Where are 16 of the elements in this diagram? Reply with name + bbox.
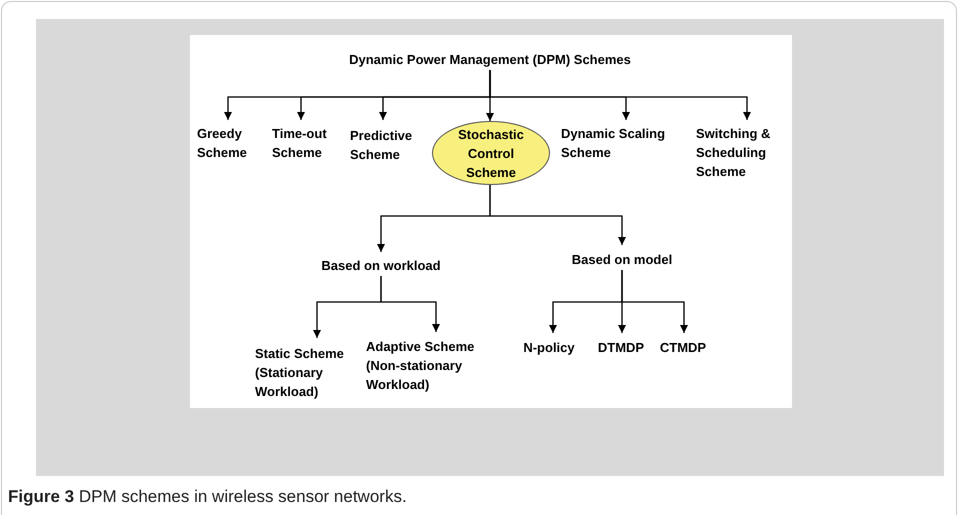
node-label: Static Scheme (Stationary Workload) <box>255 344 359 401</box>
arrow <box>489 70 751 120</box>
node-label: Predictive Scheme <box>350 126 424 164</box>
arrow <box>380 276 440 332</box>
node-label: Dynamic Power Management (DPM) Schemes <box>320 50 660 69</box>
node-label: N-policy <box>514 338 584 357</box>
node-label: Switching & Scheduling Scheme <box>696 124 788 181</box>
node-label: Based on workload <box>306 256 456 275</box>
node-label: Based on model <box>552 250 692 269</box>
node-label: Time-out Scheme <box>272 124 336 162</box>
arrow <box>621 270 688 333</box>
node-label: Adaptive Scheme (Non-stationary Workload) <box>366 337 490 394</box>
node-label: Greedy Scheme <box>197 124 259 162</box>
arrow <box>489 185 626 245</box>
node-label: Dynamic Scaling Scheme <box>561 124 683 162</box>
caption: Figure 3 DPM schemes in wireless sensor networks. <box>8 486 407 508</box>
